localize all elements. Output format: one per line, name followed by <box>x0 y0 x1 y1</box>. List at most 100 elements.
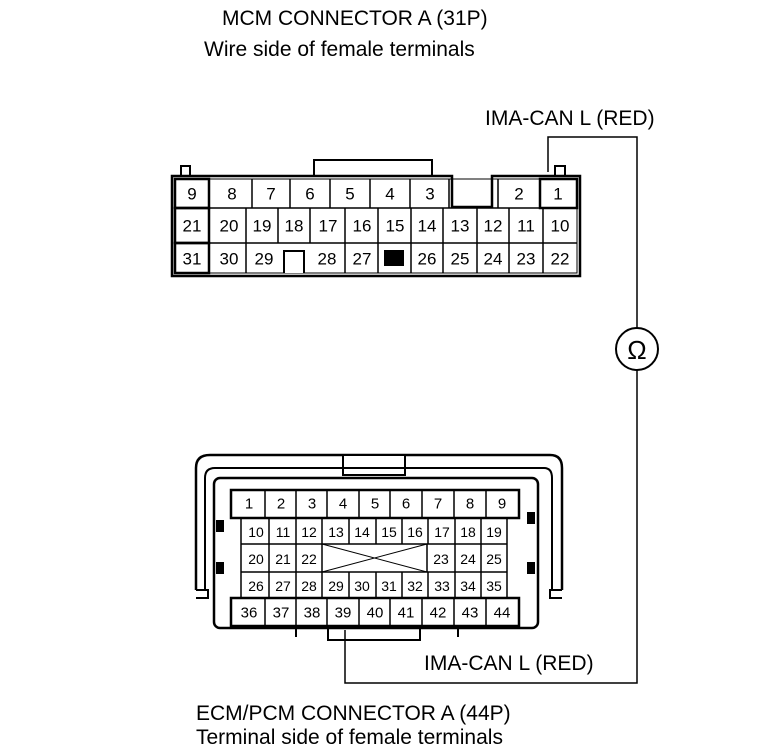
ecm-pin: 3 <box>308 496 316 513</box>
ecm-pin: 22 <box>301 551 317 567</box>
ecm-pin: 24 <box>460 551 476 567</box>
mcm-pin: 12 <box>484 217 503 236</box>
mcm-pin: 7 <box>266 185 275 204</box>
mcm-pin: 24 <box>484 250 503 269</box>
ecm-pin: 35 <box>486 578 502 594</box>
ecm-pin: 42 <box>430 605 447 622</box>
ohmmeter-icon: Ω <box>615 327 659 371</box>
mcm-pin: 8 <box>227 185 236 204</box>
ecm-pin: 43 <box>462 605 479 622</box>
mcm-pin: 20 <box>220 217 239 236</box>
ecm-row2-dividers <box>268 518 482 544</box>
mcm-pin: 30 <box>220 250 239 269</box>
ecm-pin: 26 <box>248 578 264 594</box>
mcm-pin: 18 <box>285 217 304 236</box>
mcm-pin: 19 <box>253 217 272 236</box>
mcm-pin: 29 <box>255 250 274 269</box>
ecm-pin: 41 <box>398 605 415 622</box>
ecm-pin: 27 <box>275 578 291 594</box>
mcm-pin: 10 <box>551 217 570 236</box>
ecm-pin: 34 <box>460 578 476 594</box>
ecm-row1-dividers <box>264 490 487 518</box>
mcm-pins-row2: 21 20 19 18 17 16 15 14 13 12 11 10 <box>183 217 570 236</box>
mcm-pin: 9 <box>187 185 196 204</box>
ecm-pin: 37 <box>273 605 290 622</box>
ecm-connector-title: ECM/PCM CONNECTOR A (44P) <box>196 702 511 725</box>
mcm-pin: 14 <box>418 217 437 236</box>
ecm-pin: 38 <box>304 605 321 622</box>
mcm-pin: 6 <box>305 185 314 204</box>
ecm-pin: 44 <box>494 605 511 622</box>
ecm-connector <box>194 453 564 641</box>
ecm-pin: 25 <box>486 551 502 567</box>
mcm-pin: 27 <box>353 250 372 269</box>
mcm-pin: 22 <box>551 250 570 269</box>
ecm-pin: 39 <box>335 605 352 622</box>
ecm-pin: 6 <box>402 496 410 513</box>
ecm-pin: 36 <box>241 605 258 622</box>
mcm-pin: 16 <box>353 217 372 236</box>
ecm-pin: 15 <box>381 524 397 540</box>
mcm-pins-row1: 9 8 7 6 5 4 3 2 1 <box>187 185 562 204</box>
ecm-pin: 2 <box>277 496 285 513</box>
ohm-symbol: Ω <box>627 335 646 365</box>
ecm-pin: 7 <box>434 496 442 513</box>
ecm-pin: 18 <box>460 524 476 540</box>
mcm-pin: 3 <box>425 185 434 204</box>
ecm-pin: 30 <box>354 578 370 594</box>
mcm-connector <box>170 159 582 278</box>
mcm-pin: 5 <box>345 185 354 204</box>
mcm-pin: 17 <box>319 217 338 236</box>
ecm-pins-row4: 26 27 28 29 30 31 32 33 34 35 <box>248 578 502 594</box>
ecm-pin: 11 <box>276 524 291 540</box>
ecm-pin: 32 <box>407 578 423 594</box>
ecm-row3-dividers <box>268 544 482 572</box>
mcm-pin: 23 <box>517 250 536 269</box>
ecm-pin: 19 <box>486 524 502 540</box>
ecm-connector-subtitle: Terminal side of female terminals <box>196 726 503 749</box>
ecm-pin: 29 <box>328 578 344 594</box>
mcm-pin: 1 <box>553 185 562 204</box>
ecm-pins-row5: 36 37 38 39 40 41 42 43 44 <box>241 605 511 622</box>
mcm-pin: 2 <box>514 185 523 204</box>
ecm-pin: 23 <box>433 551 449 567</box>
mcm-pin: 15 <box>386 217 405 236</box>
ecm-pin: 16 <box>407 524 423 540</box>
ecm-pins-row2: 10 11 12 13 14 15 16 17 18 19 <box>248 524 502 540</box>
mcm-pin: 13 <box>451 217 470 236</box>
mcm-connector-title: MCM CONNECTOR A (31P) <box>222 7 488 30</box>
ecm-pin: 40 <box>367 605 384 622</box>
mcm-row3-dividers <box>245 243 544 273</box>
mcm-pins-row3: 31 30 29 28 27 26 25 24 23 22 <box>183 250 570 269</box>
ecm-pin: 10 <box>248 524 264 540</box>
ecm-pin: 4 <box>339 496 347 513</box>
wire-label-bottom: IMA-CAN L (RED) <box>424 652 594 675</box>
ecm-pin: 9 <box>498 496 506 513</box>
test-wire <box>344 136 638 684</box>
ecm-pin: 31 <box>381 578 397 594</box>
mcm-pin: 21 <box>183 217 202 236</box>
mcm-connector-subtitle: Wire side of female terminals <box>204 38 475 61</box>
mcm-pin: 25 <box>451 250 470 269</box>
ecm-pin: 14 <box>354 524 370 540</box>
ecm-row4-dividers <box>268 572 482 598</box>
ecm-pin: 5 <box>371 496 379 513</box>
mcm-pin: 31 <box>183 250 202 269</box>
ecm-pin: 13 <box>328 524 344 540</box>
ecm-pin: 20 <box>248 551 264 567</box>
ecm-row5-dividers <box>264 598 487 626</box>
ecm-pin: 17 <box>434 524 450 540</box>
ecm-pin: 8 <box>466 496 474 513</box>
ecm-pins-row1: 1 2 3 4 5 6 7 8 9 <box>245 496 506 513</box>
mcm-pin: 26 <box>418 250 437 269</box>
ecm-pin: 28 <box>301 578 317 594</box>
ecm-pin: 12 <box>301 524 317 540</box>
mcm-pin: 11 <box>517 217 535 236</box>
mcm-pin: 28 <box>318 250 337 269</box>
mcm-row2-dividers <box>245 208 544 243</box>
ecm-pin: 21 <box>275 551 291 567</box>
ecm-pins-row3: 20 21 22 23 24 25 <box>248 551 502 567</box>
mcm-row1-dividers <box>251 179 499 208</box>
mcm-pin: 4 <box>385 185 394 204</box>
